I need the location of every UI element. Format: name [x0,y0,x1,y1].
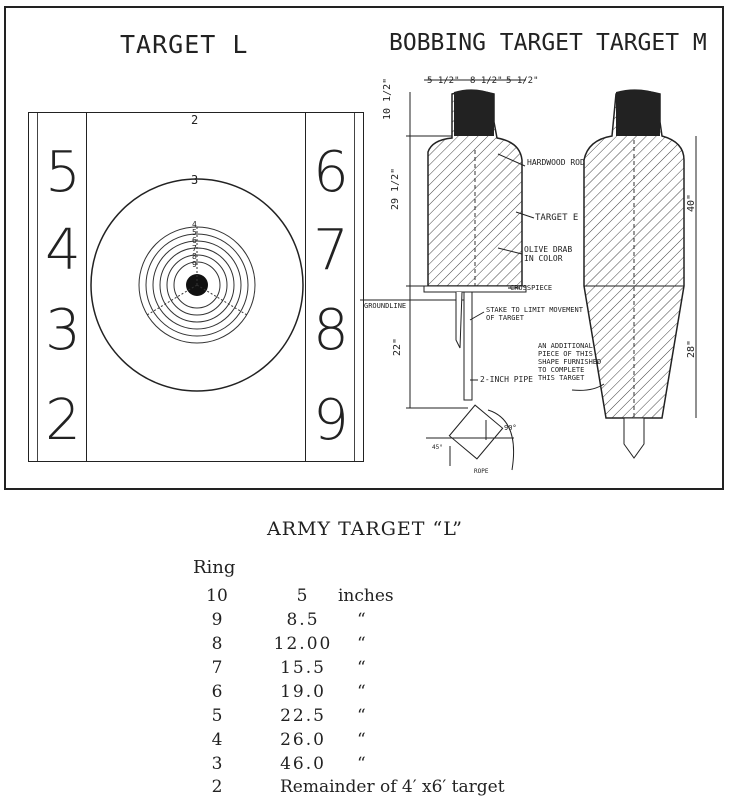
dim-body: 29 1/2" [390,167,401,210]
ring-size: 12.00 [273,634,333,654]
ring-size: Remainder of 4′ x6′ target [280,777,505,797]
inner-label-6: 6 [192,236,197,245]
label-angle-45: 45° [432,444,443,451]
ring-number: 9 [211,610,223,630]
ring-number: 8 [211,634,223,654]
table-row: 6 19.0 “ [0,682,730,706]
ditto-mark: “ [357,634,366,654]
ring-size: 8.5 [286,610,320,630]
label-angle-90: 90° [504,424,517,432]
title-target-m: TARGET M [596,30,707,56]
ring-number: 10 [206,586,228,606]
label-additional-piece: AN ADDITIONAL PIECE OF THIS SHAPE FURNIS… [538,342,602,382]
figure-frame [4,6,724,490]
table-row: 4 26.0 “ [0,730,730,754]
title-target-l: TARGET L [120,30,249,59]
inner-label-8: 8 [192,252,197,261]
ring-header: Ring [193,557,236,578]
ditto-mark: “ [357,682,366,702]
ring-number: 3 [211,754,223,774]
table-row: 5 22.5 “ [0,706,730,730]
label-hardwood-rod: HARDWOOD ROD [527,158,585,167]
right-number-column: 6 7 8 9 [305,113,355,461]
dim-m-body: 40" [686,193,697,212]
target-rings-drawing [90,178,304,392]
number-right-3: 8 [313,298,349,363]
ring-size: 26.0 [280,730,326,750]
dim-head: 10 1/2" [382,77,393,120]
label-ring-2: 2 [191,113,199,127]
ditto-mark: “ [357,754,366,774]
ring-size: 22.5 [280,706,326,726]
label-olive-drab: OLIVE DRAB IN COLOR [524,245,573,263]
label-crosspiece: CROSSPIECE [510,284,553,292]
caption-army-target-l: ARMY TARGET “L” [267,518,463,540]
ditto-mark: “ [357,706,366,726]
ditto-mark: “ [357,658,366,678]
table-row: 2 Remainder of 4′ x6′ target [0,777,730,801]
label-stake: STAKE TO LIMIT MOVEMENT OF TARGET [486,306,583,322]
dim-top-a: 5 1/2" [427,76,460,86]
inner-label-9: 9 [192,260,197,269]
label-pipe: 2-INCH PIPE [480,375,533,384]
silhouette-drawings [360,79,697,471]
table-row: 7 15.5 “ [0,658,730,682]
dim-m-low: 28" [686,339,697,358]
table-row: 3 46.0 “ [0,754,730,778]
number-left-3: 3 [45,298,81,363]
inner-label-7: 7 [192,244,197,253]
ring-number: 7 [211,658,223,678]
ring-size: 5 [296,586,310,606]
dim-post: 22" [392,337,403,356]
number-right-2: 7 [313,218,349,283]
ring-size: 15.5 [280,658,326,678]
number-left-4: 2 [45,388,81,453]
ring-size: 19.0 [280,682,326,702]
number-left-2: 4 [45,218,81,283]
label-rope: ROPE [474,468,489,475]
number-right-4: 9 [313,388,349,453]
unit-label: inches [338,586,394,606]
number-left-1: 5 [45,140,81,205]
dim-top-c: 5 1/2" [506,76,539,86]
table-row: 10 5 inches [0,586,730,610]
dim-top-b: 8 1/2" [470,76,503,86]
ring-number: 4 [211,730,223,750]
ring-number: 6 [211,682,223,702]
table-row: 9 8.5 “ [0,610,730,634]
ring-number: 2 [211,777,223,797]
label-groundline: GROUNDLINE [364,302,407,310]
inner-label-4: 4 [192,220,197,229]
table-row: 8 12.00 “ [0,634,730,658]
target-l-plate: 5 4 3 2 6 7 8 9 2 3 4 5 6 7 8 9 [28,112,364,462]
label-ring-3: 3 [191,173,199,187]
ditto-mark: “ [357,730,366,750]
title-bobbing-target: BOBBING TARGET [389,30,583,56]
inner-label-5: 5 [192,228,197,237]
label-target-e: TARGET E [535,213,579,223]
ring-size: 46.0 [280,754,326,774]
ring-number: 5 [211,706,223,726]
ditto-mark: “ [357,610,366,630]
inner-ring-labels: 4 5 6 7 8 9 [192,221,197,269]
number-right-1: 6 [313,140,349,205]
left-number-column: 5 4 3 2 [37,113,87,461]
